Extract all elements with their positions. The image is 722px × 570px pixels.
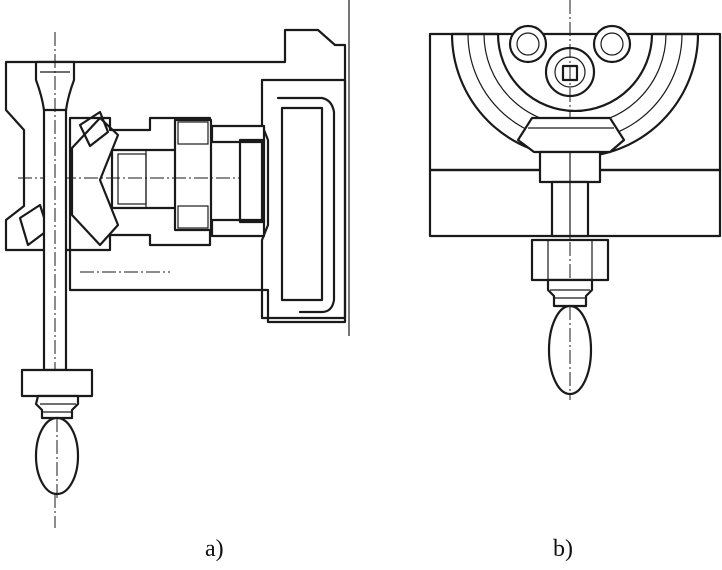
panel-b-label: b) [553,536,573,562]
panel-a-housing [4,28,347,324]
panel-b-cone [516,116,626,154]
panel-b-drawing [428,0,722,400]
panel-b-arc [450,32,700,159]
panel-a-drawing [4,0,350,528]
panel-a-nut [20,368,94,398]
panel-a-label: a) [205,536,224,562]
